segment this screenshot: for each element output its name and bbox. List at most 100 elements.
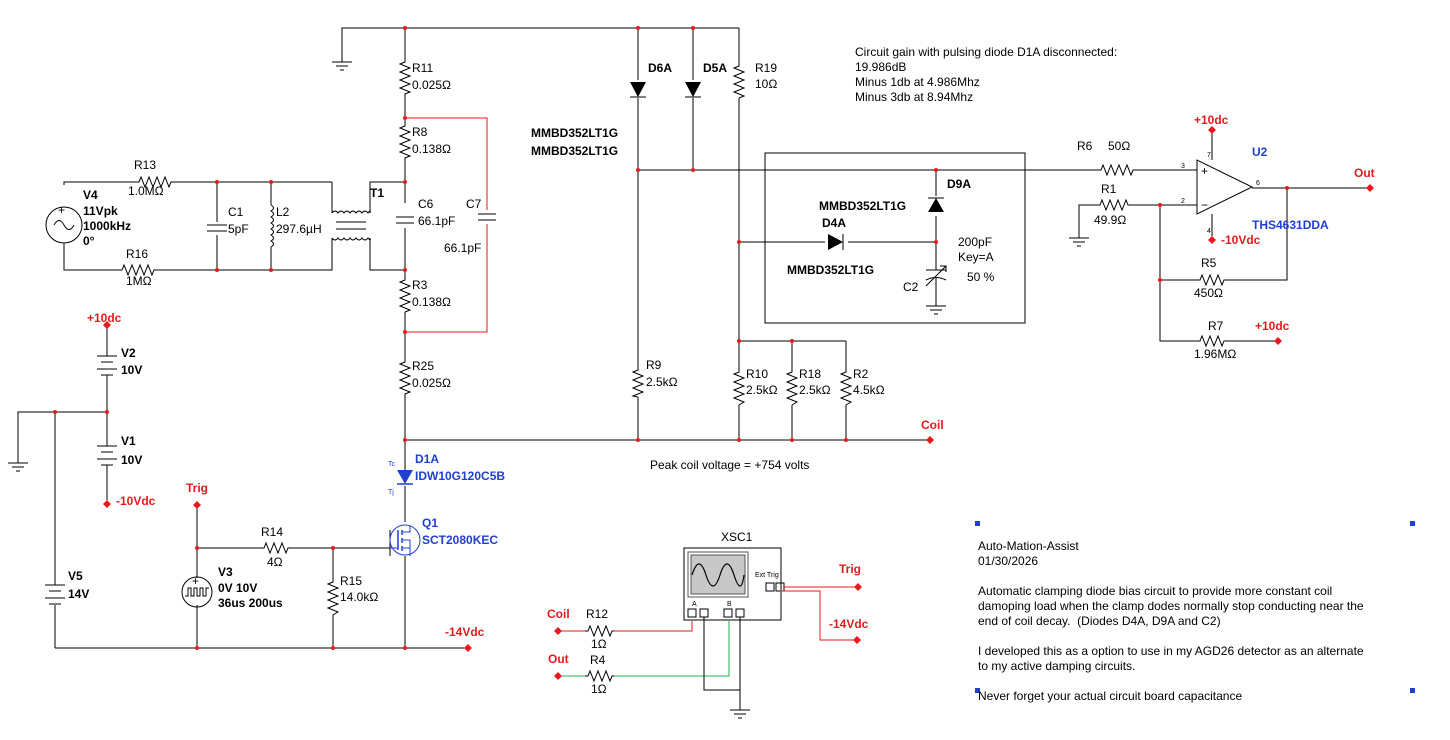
v2-value: 10V [121,363,142,377]
r13-value: 1.0MΩ [128,184,164,198]
r14-value: 4Ω [267,555,283,569]
r11-name: R11 [412,61,433,75]
r5-name: R5 [1201,256,1217,270]
resistor-r10[interactable]: R10 2.5kΩ [732,367,778,406]
net-label-minus10-opamp[interactable]: -10Vdc [1208,233,1261,247]
resistor-r15[interactable]: R15 14.0kΩ [326,574,378,618]
v4-frequency: 1000kHz [83,219,131,233]
gain-note-title: Circuit gain with pulsing diode D1A disc… [855,45,1118,59]
description-para3: Never forget your actual circuit board c… [978,689,1243,703]
resistor-r18[interactable]: R18 2.5kΩ [785,367,831,406]
gain-note-minus3db: Minus 3db at 8.94Mhz [855,90,974,104]
net-label-plus10-opamp[interactable]: +10dc [1194,113,1229,134]
d1a-name: D1A [415,452,439,466]
r10-value: 2.5kΩ [746,383,778,397]
v3-name: V3 [218,565,233,579]
diode-d1a[interactable]: Tc Tj D1A IDW10G120C5B [388,452,505,496]
v5-name: V5 [68,569,83,583]
capacitor-c2-variable[interactable]: C2 200pF Key=A 50 % [903,235,995,294]
v4-name: V4 [83,188,98,202]
net-label-coil-scope[interactable]: Coil [547,607,570,635]
r13-name: R13 [134,158,156,172]
resistor-r2[interactable]: R2 4.5kΩ [839,367,885,406]
d4a-name: D4A [822,216,846,230]
resistor-r13[interactable]: R13 1.0MΩ [128,158,172,198]
v5-value: 14V [68,587,89,601]
diode-d6a[interactable]: D6A [630,61,672,98]
description-para1-line1: Automatic clamping diode bias circuit to… [978,584,1333,598]
net-minus14-text-a: -14Vdc [445,625,485,639]
resistor-r19[interactable]: R19 10Ω [732,61,777,99]
net-label-plus10-left[interactable]: +10dc [87,311,122,329]
r18-value: 2.5kΩ [799,383,831,397]
svg-text:−: − [1201,198,1208,212]
net-out-text-b: Out [548,652,569,666]
xsc1-ext-trig: Ext Trig [755,572,779,579]
capacitor-c7[interactable]: C7 66.1pF [444,197,496,255]
c1-name: C1 [228,205,244,219]
net-label-out-scope[interactable]: Out [548,652,569,680]
v3-timing: 36us 200us [218,596,283,610]
battery-v5[interactable]: V5 14V [45,569,89,605]
r18-name: R18 [799,367,821,381]
ground-r1 [1069,237,1089,247]
net-trig-text-b: Trig [839,562,861,576]
r1-name: R1 [1101,182,1117,196]
resistor-r6[interactable]: R6 50Ω [1077,139,1137,177]
description-title: Auto-Mation-Assist [978,539,1079,553]
net-label-minus10-left[interactable]: -10Vdc [103,494,156,508]
r6-value: 50Ω [1108,139,1130,153]
diode-d9a[interactable]: D9A MMBD352LT1G [819,177,971,213]
battery-v1[interactable]: V1 10V [97,434,142,468]
resistor-r25[interactable]: R25 0.025Ω [398,358,451,396]
pulse-source-v3[interactable]: + V3 0V 10V 36us 200us [181,565,283,610]
net-label-minus14-main[interactable]: -14Vdc [445,625,485,652]
diode-d5a[interactable]: D5A [685,61,727,98]
ac-source-v4[interactable]: + V4 11Vpk 1000kHz 0° [45,188,131,248]
ground-left [8,462,28,472]
svg-text:+: + [1201,164,1208,178]
capacitor-c6[interactable]: C6 66.1pF [396,197,455,228]
text-selection-handles[interactable] [975,521,1415,693]
r3-value: 0.138Ω [412,295,451,309]
net-label-out-opamp[interactable]: Out [1354,166,1375,192]
d6a-d5a-part-2: MMBD352LT1G [531,144,618,158]
capacitor-c1[interactable]: C1 5pF [207,205,249,236]
resistor-r1[interactable]: R1 49.9Ω [1094,182,1130,227]
resistor-r9[interactable]: R9 2.5kΩ [631,358,678,398]
battery-v2[interactable]: V2 10V [97,346,142,378]
r6-name: R6 [1077,139,1093,153]
description-para1-line3: end of coil decay. (Diodes D4A, D9A and … [978,614,1221,628]
c1-value: 5pF [228,222,249,236]
net-label-trig-scope[interactable]: Trig [839,562,862,591]
l2-name: L2 [276,205,290,219]
transformer-t1[interactable]: T1 [331,186,384,241]
net-minus10-text-b: -10Vdc [1221,233,1261,247]
net-out-text-a: Out [1354,166,1375,180]
resistor-r5[interactable]: R5 450Ω [1194,256,1226,300]
mosfet-q1[interactable]: Q1 SCT2080KEC [389,516,498,556]
diode-d4a[interactable]: D4A MMBD352LT1G [787,216,874,277]
net-label-plus10-r7[interactable]: +10dc [1255,319,1290,345]
resistor-r4[interactable]: R4 1Ω [558,621,730,696]
resistor-r12[interactable]: R12 1Ω [558,607,693,651]
opamp-u2[interactable]: + − 3 2 6 7 4 U2 THS4631DDA [1181,145,1329,235]
resistor-r7[interactable]: R7 1.96MΩ [1194,319,1236,361]
resistor-r3[interactable]: R3 0.138Ω [398,276,451,313]
resistor-r11[interactable]: R11 0.025Ω [398,58,451,96]
oscilloscope-xsc1[interactable]: A B Ext Trig XSC1 [683,530,785,621]
net-coil-text-b: Coil [547,607,570,621]
resistor-r16[interactable]: R16 1MΩ [118,247,157,288]
r1-value: 49.9Ω [1094,213,1126,227]
net-label-coil-main[interactable]: Coil [921,418,944,444]
net-label-minus14-scope[interactable]: -14Vdc [829,617,869,644]
net-label-trig-left[interactable]: Trig [186,481,208,509]
d4a-part: MMBD352LT1G [787,263,874,277]
resistor-r14[interactable]: R14 4Ω [261,525,290,569]
xsc1-name: XSC1 [721,530,753,544]
inductor-l2[interactable]: L2 297.6µH [270,204,322,248]
r9-value: 2.5kΩ [646,375,678,389]
resistor-r8[interactable]: R8 0.138Ω [398,122,451,160]
